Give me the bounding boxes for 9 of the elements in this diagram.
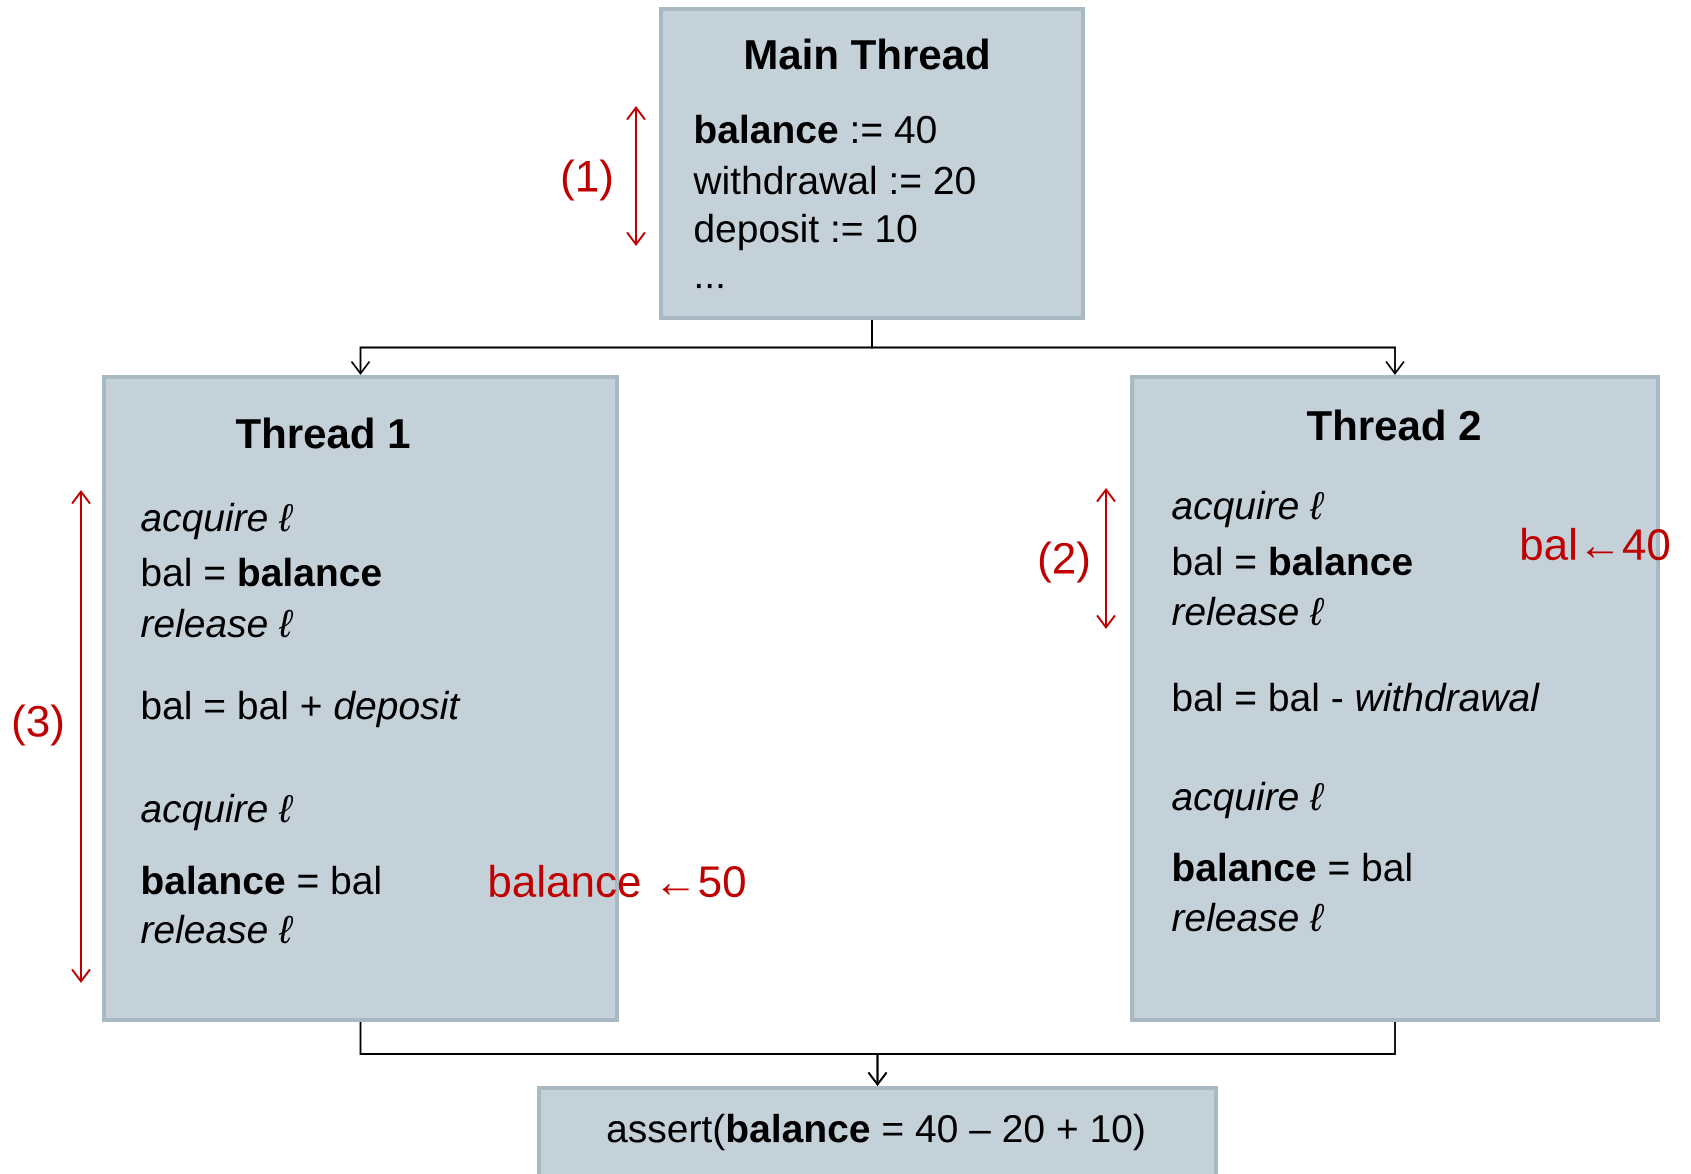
thread-box: Main Thread balance := 40 withdrawal := 20 deposit := 10 ... bbox=[659, 7, 1085, 320]
thread-box: assert(balance = 40 – 20 + 10) bbox=[537, 1086, 1218, 1174]
arrow bbox=[871, 319, 1405, 375]
annotation-text: balance ←50 bbox=[490, 864, 745, 898]
annotation-text: (1) bbox=[562, 159, 612, 201]
annotation-text: (2) bbox=[1039, 541, 1089, 583]
annotation-text: bal←40 bbox=[1522, 527, 1670, 561]
annotation-text: (3) bbox=[13, 704, 63, 746]
arrow bbox=[867, 1021, 1396, 1086]
